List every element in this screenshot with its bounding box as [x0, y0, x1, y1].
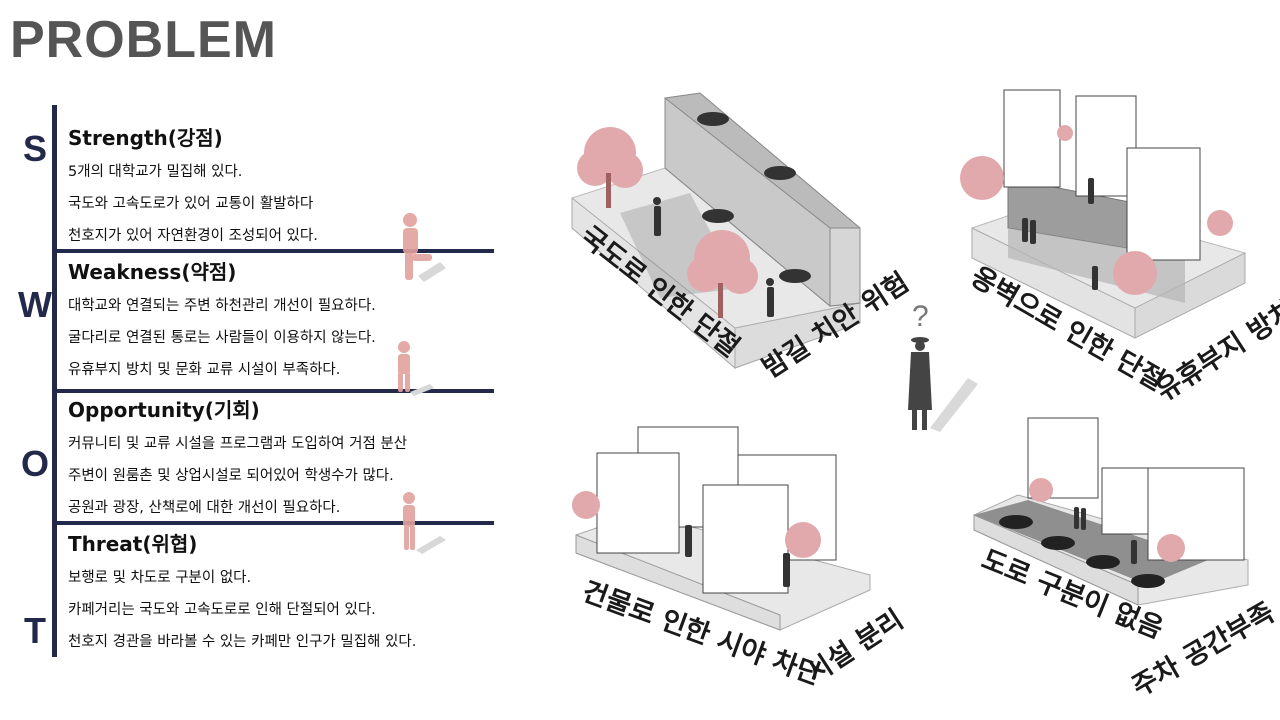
section-title: Weakness(약점): [68, 260, 237, 284]
swot-weakness: Weakness(약점) 대학교와 연결되는 주변 하천관리 개선이 필요하다.…: [68, 258, 376, 386]
swot-letter-t: T: [24, 610, 46, 651]
swot-opportunity: Opportunity(기회) 커뮤니티 및 교류 시설을 프로그램과 도입하여…: [68, 396, 407, 524]
list-item: 주변이 원룸촌 및 상업시설로 되어있어 학생수가 많다.: [68, 468, 394, 484]
page-title: PROBLEM: [10, 11, 277, 69]
swot-strength: Strength(강점) 5개의 대학교가 밀집해 있다. 국도와 고속도로가 …: [68, 124, 318, 252]
sitting-person-icon: [403, 213, 432, 280]
list-item: 5개의 대학교가 밀집해 있다.: [68, 164, 243, 180]
list-item: 공원과 광장, 산책로에 대한 개선이 필요하다.: [68, 500, 341, 516]
building-blocking-diagram: 건물로 인한 시야 차단 시설 분리: [570, 425, 909, 710]
swot-letter-w: W: [18, 284, 52, 325]
walking-person-icon: [398, 341, 410, 392]
list-item: 유휴부지 방치 및 문화 교류 시설이 부족하다.: [68, 362, 341, 378]
list-item: 보행로 및 차도로 구분이 없다.: [68, 570, 252, 586]
list-item: 카페거리는 국도와 고속도로로 인해 단절되어 있다.: [68, 602, 376, 618]
street-division-diagram: 도로 구분이 없음 주차 공간부족: [968, 410, 1280, 710]
swot-divider: [57, 521, 494, 525]
section-title: Strength(강점): [68, 126, 223, 150]
list-item: 천호지가 있어 자연환경이 조성되어 있다.: [68, 228, 318, 244]
section-title: Opportunity(기회): [68, 398, 260, 422]
swot-letter-s: S: [22, 128, 47, 169]
list-item: 대학교와 연결되는 주변 하천관리 개선이 필요하다.: [68, 298, 376, 314]
swot-letter-o: O: [20, 443, 49, 484]
swot-divider: [57, 389, 494, 393]
list-item: 국도와 고속도로가 있어 교통이 활발하다: [68, 196, 314, 212]
wall-severance-diagram: 옹벽으로 인한 단절 유휴부지 방치: [960, 88, 1280, 407]
swot-threat: Threat(위협) 보행로 및 차도로 구분이 없다. 카페거리는 국도와 고…: [68, 530, 416, 658]
swot-vertical-bar: [52, 105, 57, 657]
list-item: 굴다리로 연결된 통로는 사람들이 이용하지 않는다.: [68, 330, 376, 346]
list-item: 천호지 경관을 바라볼 수 있는 카페만 인구가 밀집해 있다.: [68, 634, 417, 650]
question-mark-icon: ?: [912, 300, 929, 333]
road-severance-diagram: 국도로 인한 단절 밤길 치안 위험: [560, 88, 915, 388]
swot-divider: [57, 249, 494, 253]
section-title: Threat(위협): [68, 532, 198, 556]
list-item: 커뮤니티 및 교류 시설을 프로그램과 도입하여 거점 분산: [68, 436, 408, 452]
